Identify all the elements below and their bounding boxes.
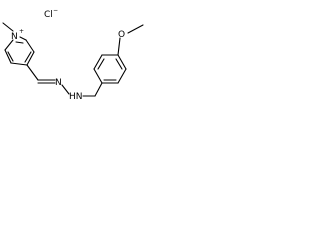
amine-nh: HN (69, 92, 83, 102)
methyl-bond (2, 22, 14, 32)
benzene-ring (93, 54, 127, 84)
methoxy-oxygen: O (118, 30, 125, 40)
ring-bond (19, 36, 27, 41)
imine-nitrogen: N (55, 78, 62, 88)
ring-double-bond (7, 51, 14, 62)
ring-bond (4, 49, 12, 64)
ring-bond (117, 54, 127, 70)
ring-double-bond (24, 51, 32, 63)
chloride-charge: − (53, 7, 58, 14)
ring-double-bond (15, 41, 24, 44)
ring-bond (25, 39, 35, 53)
ring-bond (93, 68, 103, 84)
ring-bond (10, 62, 28, 66)
ring-bond (26, 51, 35, 66)
ring-bond (4, 39, 14, 51)
ring-bond (93, 54, 103, 70)
ring-oxygen-bond (117, 37, 121, 56)
ring-double-bond (115, 58, 123, 70)
chloride-label: Cl (44, 10, 53, 20)
ring-bond (117, 68, 127, 84)
pyridinium-ring (4, 36, 35, 66)
pyridinium-nitrogen: N (11, 32, 18, 42)
chemical-structure: Cl − N + N HN O (2, 7, 144, 102)
oxygen-methyl-bond (127, 24, 144, 34)
hydrazone-chain (26, 64, 103, 97)
methylene-ring-bond (94, 82, 103, 97)
pyridinium-charge: + (19, 28, 24, 35)
nitrogen-nitrogen-bond (61, 84, 70, 95)
ring-to-methine-bond (26, 64, 39, 81)
ring-double-bond (97, 58, 105, 70)
